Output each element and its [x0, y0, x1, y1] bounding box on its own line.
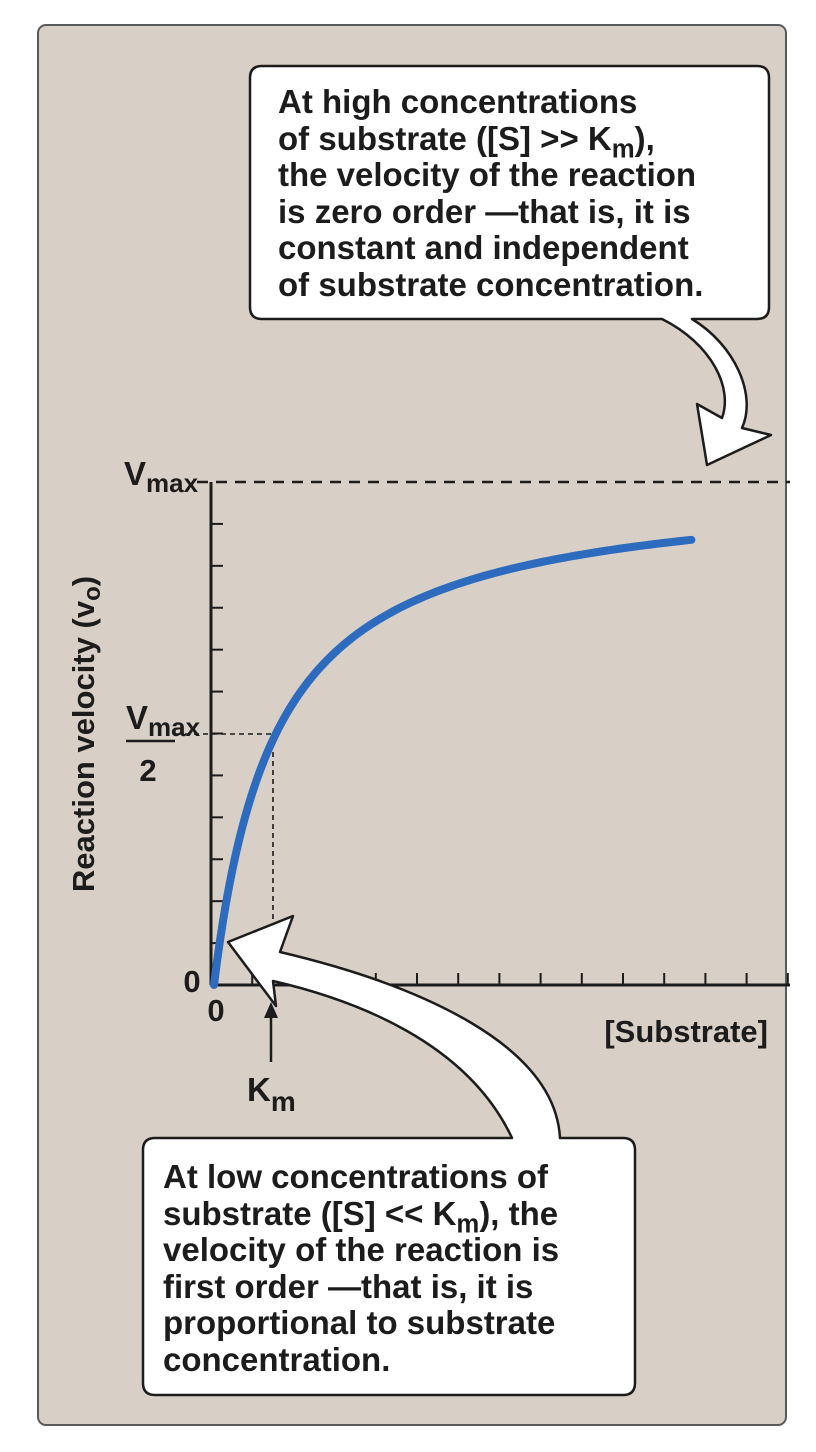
- x-origin-label: 0: [207, 993, 224, 1028]
- y-axis-title: Reaction velocity (vo): [66, 576, 106, 892]
- high-callout-bubble: [248, 64, 773, 467]
- low-callout-line-3: velocity of the reaction is: [163, 1231, 560, 1269]
- low-callout-bubble: [141, 914, 637, 1397]
- low-callout-line-1: At low concentrations of: [163, 1158, 549, 1195]
- km-arrow: [264, 1002, 278, 1062]
- low-callout-text: At low concentrations of substrate ([S] …: [163, 1158, 560, 1379]
- km-label: Km: [247, 1071, 296, 1117]
- svg-text:Vmax: Vmax: [126, 699, 201, 742]
- axis-ticks: [211, 522, 789, 985]
- y-origin-label: 0: [183, 964, 200, 999]
- vmax-tick-label: Vmax: [124, 455, 199, 498]
- svg-text:2: 2: [139, 753, 156, 788]
- high-callout-line-4: is zero order —that is, it is: [278, 192, 691, 230]
- low-callout-line-6: concentration.: [163, 1340, 391, 1378]
- high-callout-line-1: At high concentrations: [278, 83, 638, 120]
- half-vmax-tick-label: Vmax 2: [126, 699, 201, 788]
- low-callout-line-2: substrate ([S] << Km), the: [163, 1194, 559, 1239]
- high-callout-line-5: constant and independent: [278, 229, 689, 267]
- high-callout-line-2: of substrate ([S] >> Km),: [278, 119, 655, 164]
- high-callout-line-6: of substrate concentration.: [278, 265, 704, 303]
- low-callout-line-4: first order —that is, it is: [163, 1267, 534, 1305]
- x-axis-title: [Substrate]: [604, 1014, 768, 1049]
- velocity-curve: [210, 535, 696, 989]
- high-callout-text: At high concentrations of substrate ([S]…: [278, 83, 704, 304]
- low-callout-line-5: proportional to substrate: [163, 1304, 556, 1342]
- high-callout-line-3: the velocity of the reaction: [278, 156, 697, 194]
